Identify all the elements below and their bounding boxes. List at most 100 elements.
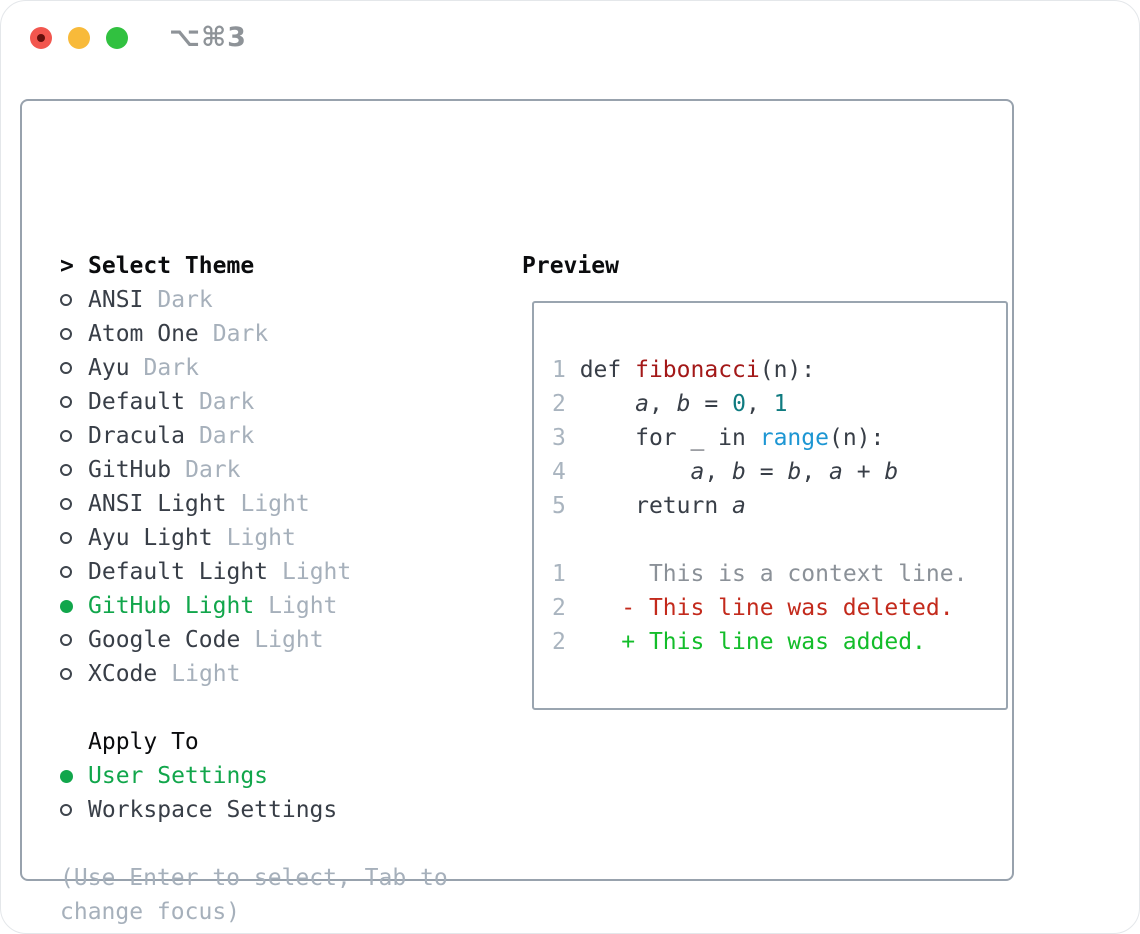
radio-cell [60,769,88,783]
variant-tag: Light [226,525,296,551]
variant-tag: Light [268,593,338,619]
code-segment-code: (n): [828,425,885,451]
preview-heading: Preview [522,253,619,279]
code-segment-fn: fibonacci [635,357,760,383]
code-segment-num: 1 [773,391,788,417]
code-segment-var: a [732,493,746,519]
code-segment-ln: 2 [552,595,566,621]
code-segment-num: 0 [732,391,746,417]
theme-option-label: Ayu [88,355,130,381]
code-line: 5 return a [552,489,967,523]
code-segment-code: + [842,459,885,485]
hint-line-2: change focus) [60,899,241,925]
radio-icon [60,430,72,442]
radio-cell [60,532,88,544]
variant-tag: Light [240,491,310,517]
variant-tag: Dark [212,321,269,347]
radio-cell [60,294,88,306]
radio-cell [60,430,88,442]
code-segment-ln: 1 [552,357,566,383]
hint-line-1: (Use Enter to select, Tab to [60,865,448,891]
radio-icon [60,328,72,340]
code-line: 2 - This line was deleted. [552,591,967,625]
radio-cell [60,668,88,680]
apply-option-user-settings[interactable]: User Settings [60,759,448,793]
traffic-light-minimize-button[interactable] [68,27,90,49]
titlebar: ⌥⌘3 [1,1,1139,75]
traffic-light-zoom-button[interactable] [106,27,128,49]
code-segment-code [566,561,649,587]
variant-tag: Light [282,559,352,585]
code-segment-code [566,391,635,417]
apply-option-label: User Settings [88,763,269,789]
code-segment-code: , [704,459,733,485]
radio-cell [60,362,88,374]
code-line: 1 def fibonacci(n): [552,353,967,387]
code-segment-code [566,629,621,655]
variant-tag: Dark [198,423,255,449]
code-line: 2 + This line was added. [552,625,967,659]
code-segment-code: , [801,459,830,485]
radio-selected-icon [60,599,73,613]
code-blank-line [552,523,967,557]
theme-option-label: ANSI [88,287,144,313]
code-segment-ln: 1 [552,561,566,587]
code-segment-ln: 2 [552,391,566,417]
code-segment-ln: 3 [552,425,566,451]
code-segment-var: b [676,391,691,417]
theme-option-ayu-light[interactable]: Ayu Light Light [60,521,448,555]
radio-icon [60,294,72,306]
code-segment-var: a [690,459,705,485]
radio-cell [60,634,88,646]
code-segment-ln: 5 [552,493,566,519]
radio-icon [60,532,72,544]
apply-to-heading-row: Apply To [60,725,448,759]
code-line: 3 for _ in range(n): [552,421,967,455]
traffic-light-close-button[interactable] [30,27,52,49]
theme-option-label: XCode [88,661,158,687]
radio-icon [60,804,72,816]
code-segment-ln: 2 [552,629,566,655]
apply-option-workspace-settings[interactable]: Workspace Settings [60,793,448,827]
radio-icon [60,634,72,646]
select-theme-heading-row: > Select Theme [60,249,448,283]
theme-option-ansi-light[interactable]: ANSI Light Light [60,487,448,521]
theme-option-github-light[interactable]: GitHub Light Light [60,589,448,623]
theme-option-label: ANSI Light [88,491,227,517]
radio-icon [60,464,72,476]
theme-option-label: Default Light [88,559,269,585]
theme-option-label: Ayu Light [88,525,213,551]
code-segment-var: b [787,459,802,485]
theme-option-ansi[interactable]: ANSI Dark [60,283,448,317]
variant-tag: Dark [198,389,255,415]
code-segment-code: for _ in [565,425,760,451]
variant-tag: Dark [185,457,241,483]
close-dot-icon [37,34,45,42]
code-line: 2 a, b = 0, 1 [552,387,967,421]
code-segment-fnb: range [759,425,829,451]
apply-option-label: Workspace Settings [88,797,338,823]
radio-icon [60,396,72,408]
radio-cell [60,464,88,476]
radio-cell [60,498,88,510]
theme-option-label: Google Code [88,627,241,653]
code-segment-code [566,459,691,485]
variant-tag: Light [254,627,324,653]
variant-tag: Dark [157,287,213,313]
theme-option-label: GitHub Light [88,593,255,619]
theme-option-default-light[interactable]: Default Light Light [60,555,448,589]
code-segment-var: b [884,459,899,485]
code-segment-ctx: This is a context line. [648,561,968,587]
theme-option-google-code[interactable]: Google Code Light [60,623,448,657]
code-line: 4 a, b = b, a + b [552,455,967,489]
code-segment-var: b [732,459,746,485]
